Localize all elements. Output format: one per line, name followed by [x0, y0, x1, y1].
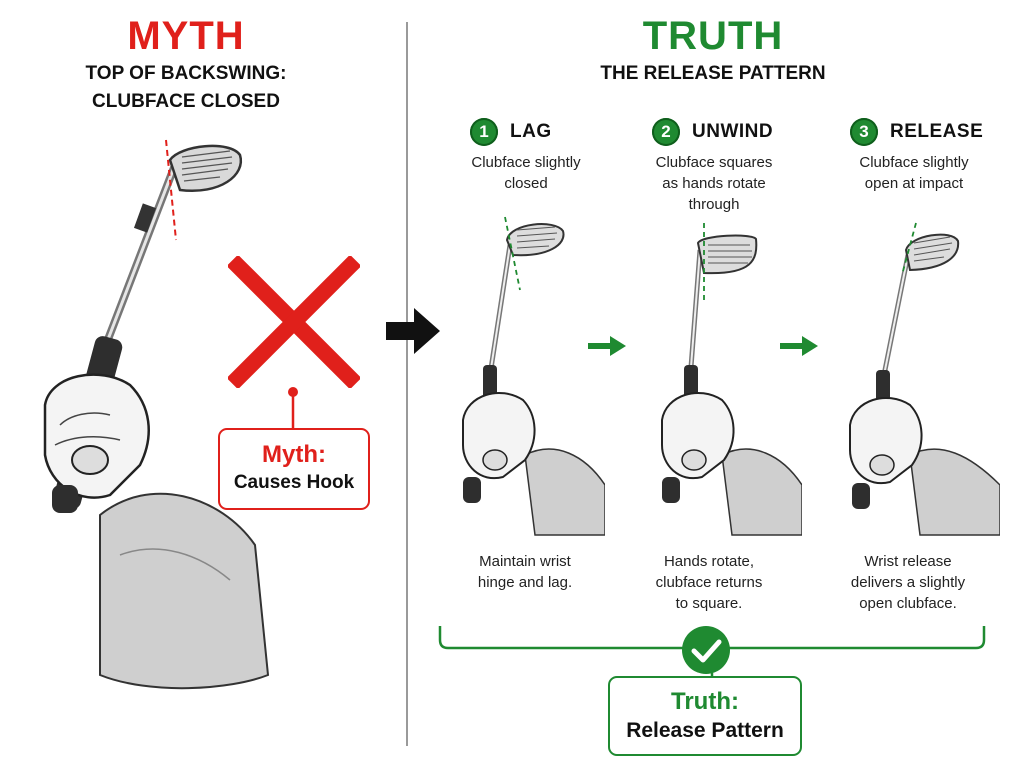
step-3-label: RELEASE: [890, 121, 984, 142]
step-1-header: 1 LAG: [470, 118, 610, 146]
myth-callout-title: Myth:: [262, 441, 326, 468]
step-3-foot-line2: delivers a slightly: [850, 574, 966, 591]
step-1-footer: Maintain wrist hinge and lag.: [450, 551, 600, 593]
truth-callout-box: Truth: Release Pattern: [608, 676, 802, 756]
black-arrow-icon: [386, 308, 440, 354]
step-2-header: 2 UNWIND: [652, 118, 812, 146]
step-2-desc-line1: Clubface squares: [655, 154, 773, 171]
myth-subtitle-line2: CLUBFACE CLOSED: [92, 91, 280, 112]
step-1-number: 1: [470, 118, 498, 146]
section-divider: [406, 22, 408, 746]
step-2-desc-line2: as hands rotate: [662, 175, 766, 192]
myth-title: MYTH: [127, 14, 245, 58]
step-3: 3 RELEASE: [850, 118, 1010, 146]
step-3-foot-line1: Wrist release: [864, 553, 952, 570]
truth-callout-title: Truth:: [671, 688, 739, 715]
step-3-header: 3 RELEASE: [850, 118, 1010, 146]
step-3-desc-line2: open at impact: [864, 175, 964, 192]
step-2-desc-line3: through: [688, 196, 740, 213]
step-1: 1 LAG: [470, 118, 610, 146]
step-3-number: 3: [850, 118, 878, 146]
step-3-club-illustration: [849, 222, 1000, 536]
step-1-desc-line2: closed: [504, 175, 548, 192]
step-2-number: 2: [652, 118, 680, 146]
truth-title: TRUTH: [642, 14, 784, 58]
step-1-club-illustration: [462, 216, 605, 536]
x-mark-icon: [228, 256, 360, 388]
step-2: 2 UNWIND: [652, 118, 812, 146]
step-3-desc-line1: Clubface slightly: [859, 154, 969, 171]
step-3-footer: Wrist release delivers a slightly open c…: [828, 551, 988, 614]
myth-callout-connector: [288, 387, 298, 430]
step-2-label: UNWIND: [692, 121, 774, 142]
myth-subtitle-line1: TOP OF BACKSWING:: [85, 63, 287, 84]
step-2-foot-line3: to square.: [675, 595, 743, 612]
step-1-label: LAG: [510, 121, 552, 142]
truth-callout-text: Release Pattern: [626, 719, 784, 742]
step-2-foot-line2: clubface returns: [655, 574, 763, 591]
myth-callout-box: Myth: Causes Hook: [218, 428, 370, 510]
check-icon: [682, 626, 730, 674]
step-3-description: Clubface slightly open at impact: [844, 152, 984, 194]
truth-subtitle: THE RELEASE PATTERN: [600, 63, 826, 84]
step-1-foot-line2: hinge and lag.: [477, 574, 573, 591]
step-2-foot-line1: Hands rotate,: [663, 553, 755, 570]
step-1-foot-line1: Maintain wrist: [479, 553, 571, 570]
green-arrow-icon: [588, 336, 626, 356]
myth-club-hand-illustration: [43, 139, 270, 690]
step-1-desc-line1: Clubface slightly: [471, 154, 581, 171]
step-2-description: Clubface squares as hands rotate through: [644, 152, 784, 215]
step-1-description: Clubface slightly closed: [456, 152, 596, 194]
myth-subtitle: TOP OF BACKSWING: CLUBFACE CLOSED: [0, 60, 372, 116]
step-3-foot-line3: open clubface.: [859, 595, 957, 612]
step-2-club-illustration: [661, 223, 802, 536]
step-2-footer: Hands rotate, clubface returns to square…: [634, 551, 784, 614]
myth-callout-text: Causes Hook: [233, 472, 355, 493]
green-arrow-icon: [780, 336, 818, 356]
